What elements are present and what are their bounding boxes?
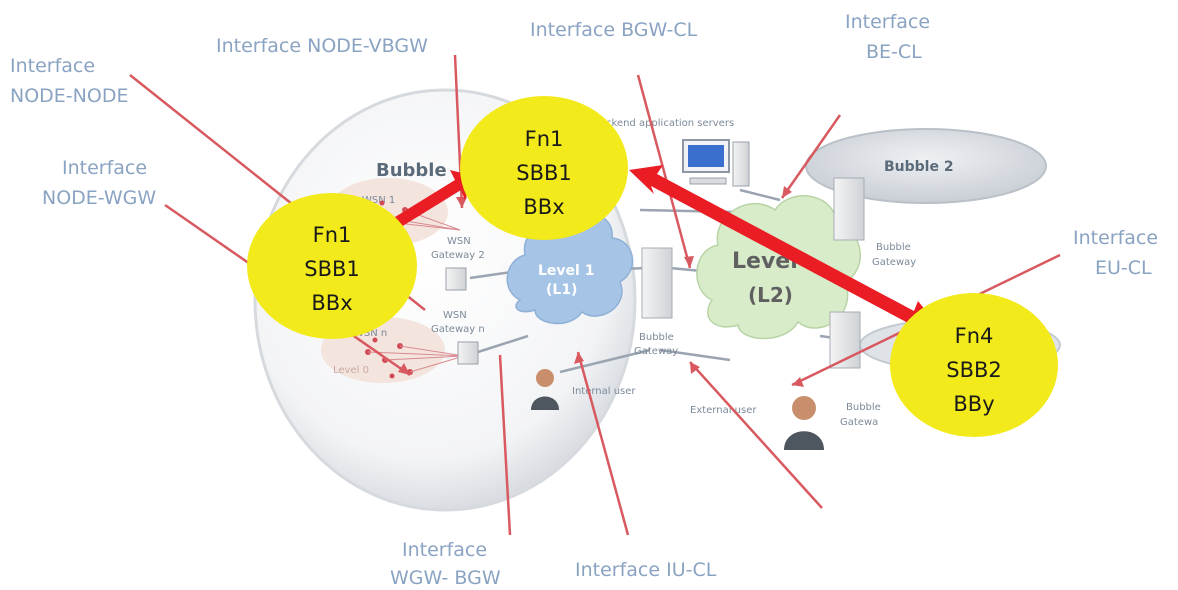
interface-eu-cl-sublabel: EU-CL [1095, 257, 1152, 279]
node-fn4-right-line1: Fn4 [955, 324, 994, 348]
internal-user: Internal user [531, 369, 636, 410]
bubble-gateway-right-sublabel: Gateway [872, 257, 916, 268]
pointer-arrowheads [398, 186, 804, 387]
level-0-label: Level 0 [333, 365, 369, 376]
function-node-fn1-top: Fn1 SBB1 BBx [460, 96, 628, 240]
interface-wgw-bgw-sublabel: WGW- BGW [390, 567, 501, 589]
bubble-2: Bubble 2 [805, 128, 1047, 204]
wsn-1-label: WSN 1 [362, 195, 395, 206]
arrow-fn1-top-fn4-right [629, 165, 939, 332]
wsn-gateways: WSN Gateway 2 WSN Gateway n [431, 236, 485, 365]
interface-eu-cl-label: Interface [1073, 227, 1158, 249]
wsn-gateway-n-label: WSN [443, 310, 467, 321]
bubble-gateway-bottom-label: Bubble [846, 402, 881, 413]
node-fn1-top-line2: SBB1 [516, 161, 572, 185]
bubble-gateway-center-label: Bubble [639, 332, 674, 343]
level-1-cloud: Level 1 (L1) [506, 213, 634, 325]
interface-node-node-sublabel: NODE-NODE [10, 85, 128, 107]
node-fn4-right-line3: BBy [953, 392, 994, 416]
wsn-gateway-2-label: WSN [447, 236, 471, 247]
bubble-2-label: Bubble 2 [884, 159, 954, 175]
node-fn1-left-line2: SBB1 [304, 257, 360, 281]
node-fn1-top-line3: BBx [523, 195, 564, 219]
external-user: External user [690, 396, 824, 450]
node-fn1-left-line3: BBx [311, 291, 352, 315]
backend-servers-label: ckend application servers [606, 118, 734, 129]
interface-be-cl-label: Interface [845, 11, 930, 33]
function-node-fn4-right: Fn4 SBB2 BBy [890, 293, 1058, 437]
interface-be-cl-sublabel: BE-CL [866, 41, 922, 63]
interface-node-vbgw-label: Interface NODE-VBGW [216, 35, 428, 57]
level-1-sublabel: (L1) [546, 282, 577, 298]
bubble-gateway-right-label: Bubble [876, 242, 911, 253]
internal-user-label: Internal user [572, 386, 636, 397]
node-fn4-right-line2: SBB2 [946, 358, 1002, 382]
arrow-fn1-top-fn1-left [384, 170, 474, 238]
interface-node-wgw-label: Interface [62, 157, 147, 179]
bubble-gateways: Bubble Gateway Bubble Gateway Bubble Gat… [634, 177, 916, 428]
interface-iu-cl-label: Interface IU-CL [575, 559, 717, 581]
function-node-fn1-left: Fn1 SBB1 BBx [247, 193, 417, 339]
interface-bgw-cl-label: Interface BGW-CL [530, 19, 698, 41]
node-fn1-top-line1: Fn1 [525, 127, 564, 151]
wsn-gateway-n-sublabel: Gateway n [431, 324, 485, 335]
bubble-1-label: Bubble [376, 160, 447, 181]
bubble-gateway-bottom-sublabel: Gatewa [840, 417, 878, 428]
backend-servers: ckend application servers [606, 118, 750, 187]
interface-node-wgw-sublabel: NODE-WGW [42, 187, 156, 209]
node-fn1-left-line1: Fn1 [313, 223, 352, 247]
interface-node-node-label: Interface [10, 55, 95, 77]
wsn-gateway-2-sublabel: Gateway 2 [431, 250, 485, 261]
interface-wgw-bgw-label: Interface [402, 539, 487, 561]
red-arrows [384, 165, 939, 332]
wsn-n-label: WSN n [354, 328, 387, 339]
bubble-gateway-center-sublabel: Gateway [634, 346, 678, 357]
level-1-label: Level 1 [538, 263, 594, 279]
external-user-label: External user [690, 405, 757, 416]
interface-labels: Interface NODE-NODE Interface NODE-VBGW … [10, 11, 1158, 589]
level-2-sublabel: (L2) [748, 283, 793, 307]
